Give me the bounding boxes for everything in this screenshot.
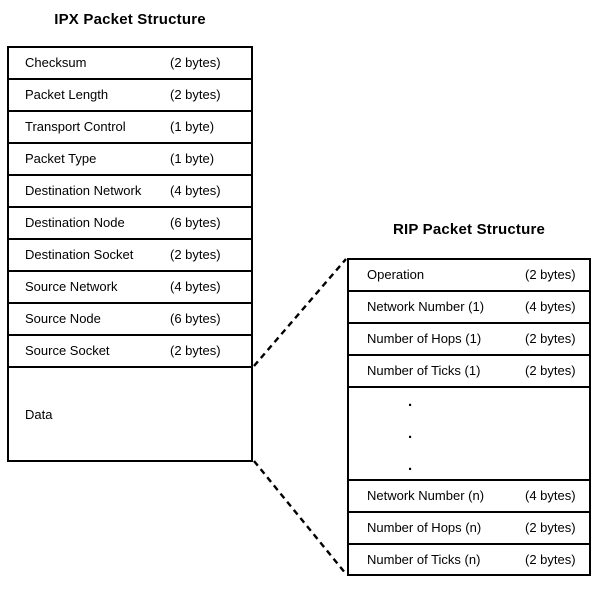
rip-packet-table: Operation (2 bytes) Network Number (1) (… [347,258,591,576]
field-size: (2 bytes) [525,331,576,346]
field-size: (6 bytes) [170,311,221,326]
field-label: Number of Ticks (n) [367,552,481,567]
field-label: Number of Hops (n) [367,520,482,535]
field-size: (6 bytes) [170,215,221,230]
dashed-connector-bottom [253,460,347,575]
table-row-checksum: Checksum (2 bytes) [9,48,251,80]
field-size: (4 bytes) [525,299,576,314]
field-label: Checksum [25,55,87,70]
field-label: Packet Length [25,87,109,102]
ellipsis-dot: . [408,425,413,442]
field-size: (1 byte) [170,151,215,166]
field-label: Data [25,406,53,422]
field-size: (2 bytes) [170,87,221,102]
table-row-network-number-1: Network Number (1) (4 bytes) [349,292,589,324]
field-label: Source Node [25,311,101,326]
table-row-number-of-ticks-1: Number of Ticks (1) (2 bytes) [349,356,589,388]
ellipsis-dot: . [408,457,413,474]
table-row-destination-socket: Destination Socket (2 bytes) [9,240,251,272]
field-label: Network Number (n) [367,488,485,503]
ipx-packet-table: Checksum (2 bytes) Packet Length (2 byte… [7,46,253,462]
field-label: Number of Hops (1) [367,331,482,346]
table-row-network-number-n: Network Number (n) (4 bytes) [349,481,589,513]
table-row-number-of-hops-1: Number of Hops (1) (2 bytes) [349,324,589,356]
table-row-number-of-ticks-n: Number of Ticks (n) (2 bytes) [349,545,589,577]
field-label: Source Network [25,279,118,294]
rip-diagram-title: RIP Packet Structure [392,221,546,238]
field-size: (2 bytes) [525,267,576,282]
field-size: (2 bytes) [525,520,576,535]
field-label: Source Socket [25,343,110,358]
table-row-source-network: Source Network (4 bytes) [9,272,251,304]
field-label: Network Number (1) [367,299,485,314]
field-label: Destination Network [25,183,142,198]
field-label: Packet Type [25,151,97,166]
ellipsis-dot: . [408,393,413,410]
field-size: (2 bytes) [170,55,221,70]
field-size: (2 bytes) [170,343,221,358]
table-row-source-socket: Source Socket (2 bytes) [9,336,251,368]
field-label: Number of Ticks (1) [367,363,481,378]
table-row-source-node: Source Node (6 bytes) [9,304,251,336]
field-label: Operation [367,267,425,282]
field-label: Destination Socket [25,247,134,262]
field-label: Transport Control [25,119,126,134]
table-row-packet-length: Packet Length (2 bytes) [9,80,251,112]
vertical-ellipsis: . . . [408,386,412,482]
table-row-data: Data [9,368,251,460]
ipx-diagram-title: IPX Packet Structure [54,11,206,28]
table-row-ellipsis: . . . [349,388,589,481]
field-size: (2 bytes) [170,247,221,262]
field-size: (2 bytes) [525,363,576,378]
table-row-transport-control: Transport Control (1 byte) [9,112,251,144]
table-row-packet-type: Packet Type (1 byte) [9,144,251,176]
table-row-destination-network: Destination Network (4 bytes) [9,176,251,208]
field-size: (4 bytes) [170,279,221,294]
table-row-operation: Operation (2 bytes) [349,260,589,292]
table-row-destination-node: Destination Node (6 bytes) [9,208,251,240]
dashed-connector-top [253,258,347,367]
field-size: (4 bytes) [525,488,576,503]
field-label: Destination Node [25,215,125,230]
field-size: (4 bytes) [170,183,221,198]
field-size: (2 bytes) [525,552,576,567]
field-size: (1 byte) [170,119,215,134]
table-row-number-of-hops-n: Number of Hops (n) (2 bytes) [349,513,589,545]
